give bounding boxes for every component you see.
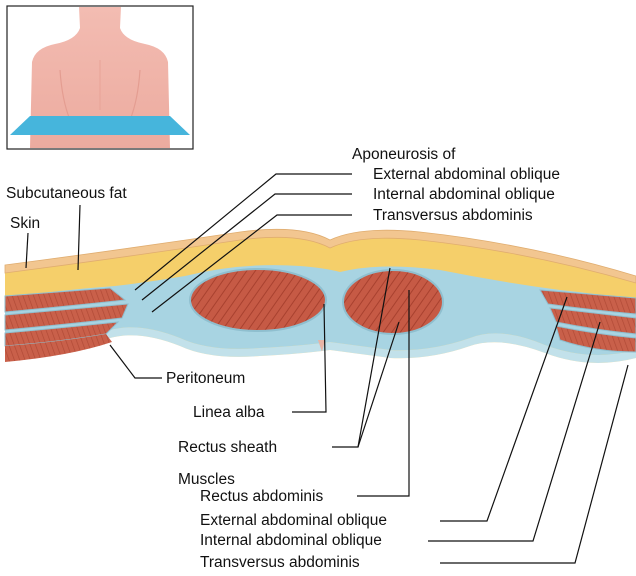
label-linea-alba: Linea alba bbox=[193, 404, 265, 422]
label-aponeurosis-heading: Aponeurosis of bbox=[352, 146, 455, 164]
label-rectus-sheath: Rectus sheath bbox=[178, 439, 277, 457]
label-apo-transversus: Transversus abdominis bbox=[373, 207, 533, 225]
label-peritoneum: Peritoneum bbox=[166, 370, 245, 388]
right-rectus-abdominis-muscle bbox=[343, 270, 443, 334]
left-rectus-abdominis-muscle bbox=[190, 269, 326, 331]
label-muscles-heading: Muscles bbox=[178, 471, 235, 489]
label-subcutaneous-fat: Subcutaneous fat bbox=[6, 185, 127, 203]
section-plane bbox=[10, 116, 190, 135]
body-location-inset bbox=[7, 6, 193, 149]
label-muscle-transversus: Transversus abdominis bbox=[200, 554, 360, 572]
label-muscle-rectus-abdominis: Rectus abdominis bbox=[200, 488, 323, 506]
label-apo-internal-oblique: Internal abdominal oblique bbox=[373, 186, 555, 204]
cross-section bbox=[5, 229, 636, 405]
label-muscle-internal-oblique: Internal abdominal oblique bbox=[200, 532, 382, 550]
label-muscle-external-oblique: External abdominal oblique bbox=[200, 512, 387, 530]
label-apo-external-oblique: External abdominal oblique bbox=[373, 166, 560, 184]
label-skin: Skin bbox=[10, 215, 40, 233]
